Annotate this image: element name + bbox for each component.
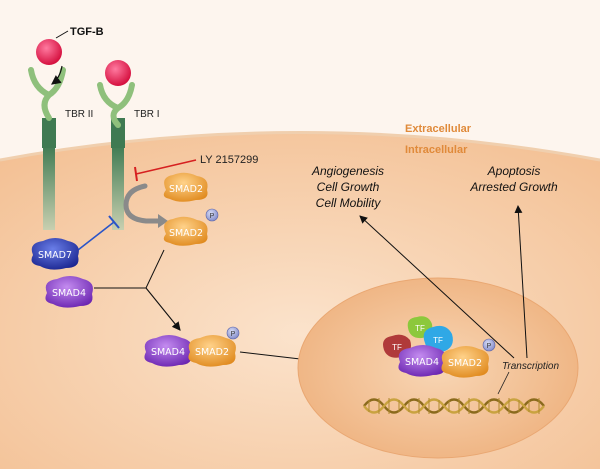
receptor-tbr1 — [97, 60, 135, 230]
inhibitor-bar — [134, 166, 138, 182]
outcomes-right: Apoptosis Arrested Growth — [469, 164, 558, 194]
outcome-left-3: Cell Mobility — [316, 196, 382, 210]
tbr2-neck — [42, 118, 56, 148]
tgfb-label-pointer — [55, 30, 69, 39]
smad4-shape — [45, 276, 93, 308]
smad2-join-line — [145, 249, 165, 289]
smad4-label: SMAD4 — [52, 288, 86, 299]
tbr1-transmembrane-stem — [112, 145, 124, 230]
dna-strand-a — [363, 398, 545, 414]
smad7-inhibition-line — [77, 221, 115, 251]
complex-smad4-label: SMAD4 — [151, 347, 185, 358]
tbr2-label: TBR II — [65, 109, 93, 120]
tf-red-label: TF — [392, 343, 402, 352]
nuclear-complex: TF TF TF SMAD4 SMAD2 P — [383, 316, 496, 378]
complex-smad4-shape — [144, 335, 192, 367]
nuclear-smad2-label: SMAD2 — [448, 358, 482, 369]
nuclear-smad4-shape — [398, 345, 446, 377]
smad7-protein: SMAD7 — [31, 238, 79, 270]
phospho-marker-1 — [205, 208, 219, 222]
outcome-right-2: Arrested Growth — [469, 180, 558, 194]
receptor-tbr2 — [28, 39, 66, 230]
smad4-protein: SMAD4 — [45, 276, 93, 308]
tbr2-transmembrane-stem — [43, 145, 55, 230]
smad7-inhibition-bar — [108, 215, 120, 229]
smad7-shape — [31, 238, 79, 270]
tbr2-extracellular-domain — [28, 67, 66, 121]
outcome-left-1: Angiogenesis — [311, 164, 384, 178]
outcome-right-1: Apoptosis — [487, 164, 541, 178]
tf-green-label: TF — [415, 324, 425, 333]
smad2-top-label: SMAD2 — [169, 184, 203, 195]
tgfb-ligand-circle-2 — [105, 60, 131, 86]
phosphorylation-arrowhead — [158, 214, 168, 228]
complex-smad2-shape — [188, 335, 236, 367]
intracellular-label: Intracellular — [405, 144, 468, 156]
ligand-binding-arrow — [51, 65, 63, 85]
smad7-label: SMAD7 — [38, 250, 72, 261]
nuclear-smad2-shape — [441, 346, 489, 378]
complex-formation-arrow — [145, 287, 181, 331]
phospho-marker-3-label: P — [487, 343, 492, 350]
smad2-unphosphorylated: SMAD2 — [163, 172, 208, 202]
dna-base-pairs — [368, 398, 540, 414]
extracellular-label: Extracellular — [405, 123, 472, 135]
tf-blue-label: TF — [433, 336, 443, 345]
smad2-phosphorylated: SMAD2 P — [163, 208, 219, 246]
dna-strand-b — [363, 398, 545, 414]
smad2-phos-label: SMAD2 — [169, 228, 203, 239]
tgfb-label: TGF-B — [70, 26, 104, 38]
phospho-marker-1-label: P — [210, 213, 215, 220]
phosphorylation-arrow — [123, 183, 163, 224]
phospho-marker-2-label: P — [231, 331, 236, 338]
transcription-pointer — [497, 371, 510, 395]
smad2-phos-shape — [163, 216, 208, 246]
smad-complex-cytoplasm: SMAD4 SMAD2 P — [144, 326, 240, 367]
cell-membrane — [0, 131, 600, 162]
phospho-marker-3 — [482, 338, 496, 352]
outcome-left-2: Cell Growth — [317, 180, 380, 194]
tgfb-ligand-circle-1 — [36, 39, 62, 65]
outcome-arrow-right — [514, 205, 528, 359]
nuclear-smad4-label: SMAD4 — [405, 357, 439, 368]
tbr1-extracellular-domain — [97, 82, 135, 128]
outcomes-left: Angiogenesis Cell Growth Cell Mobility — [311, 164, 384, 210]
smad2-top-shape — [163, 172, 208, 202]
outcome-arrow-left — [359, 215, 515, 359]
inhibitor-line — [135, 159, 197, 175]
tbr1-label: TBR I — [134, 109, 160, 120]
dna-helix — [363, 398, 545, 414]
tf-blue-shape — [423, 325, 453, 353]
complex-smad2-label: SMAD2 — [195, 347, 229, 358]
transcription-label: Transcription — [502, 361, 559, 372]
phospho-marker-2 — [226, 326, 240, 340]
inhibitor-label: LY 2157299 — [200, 154, 258, 166]
